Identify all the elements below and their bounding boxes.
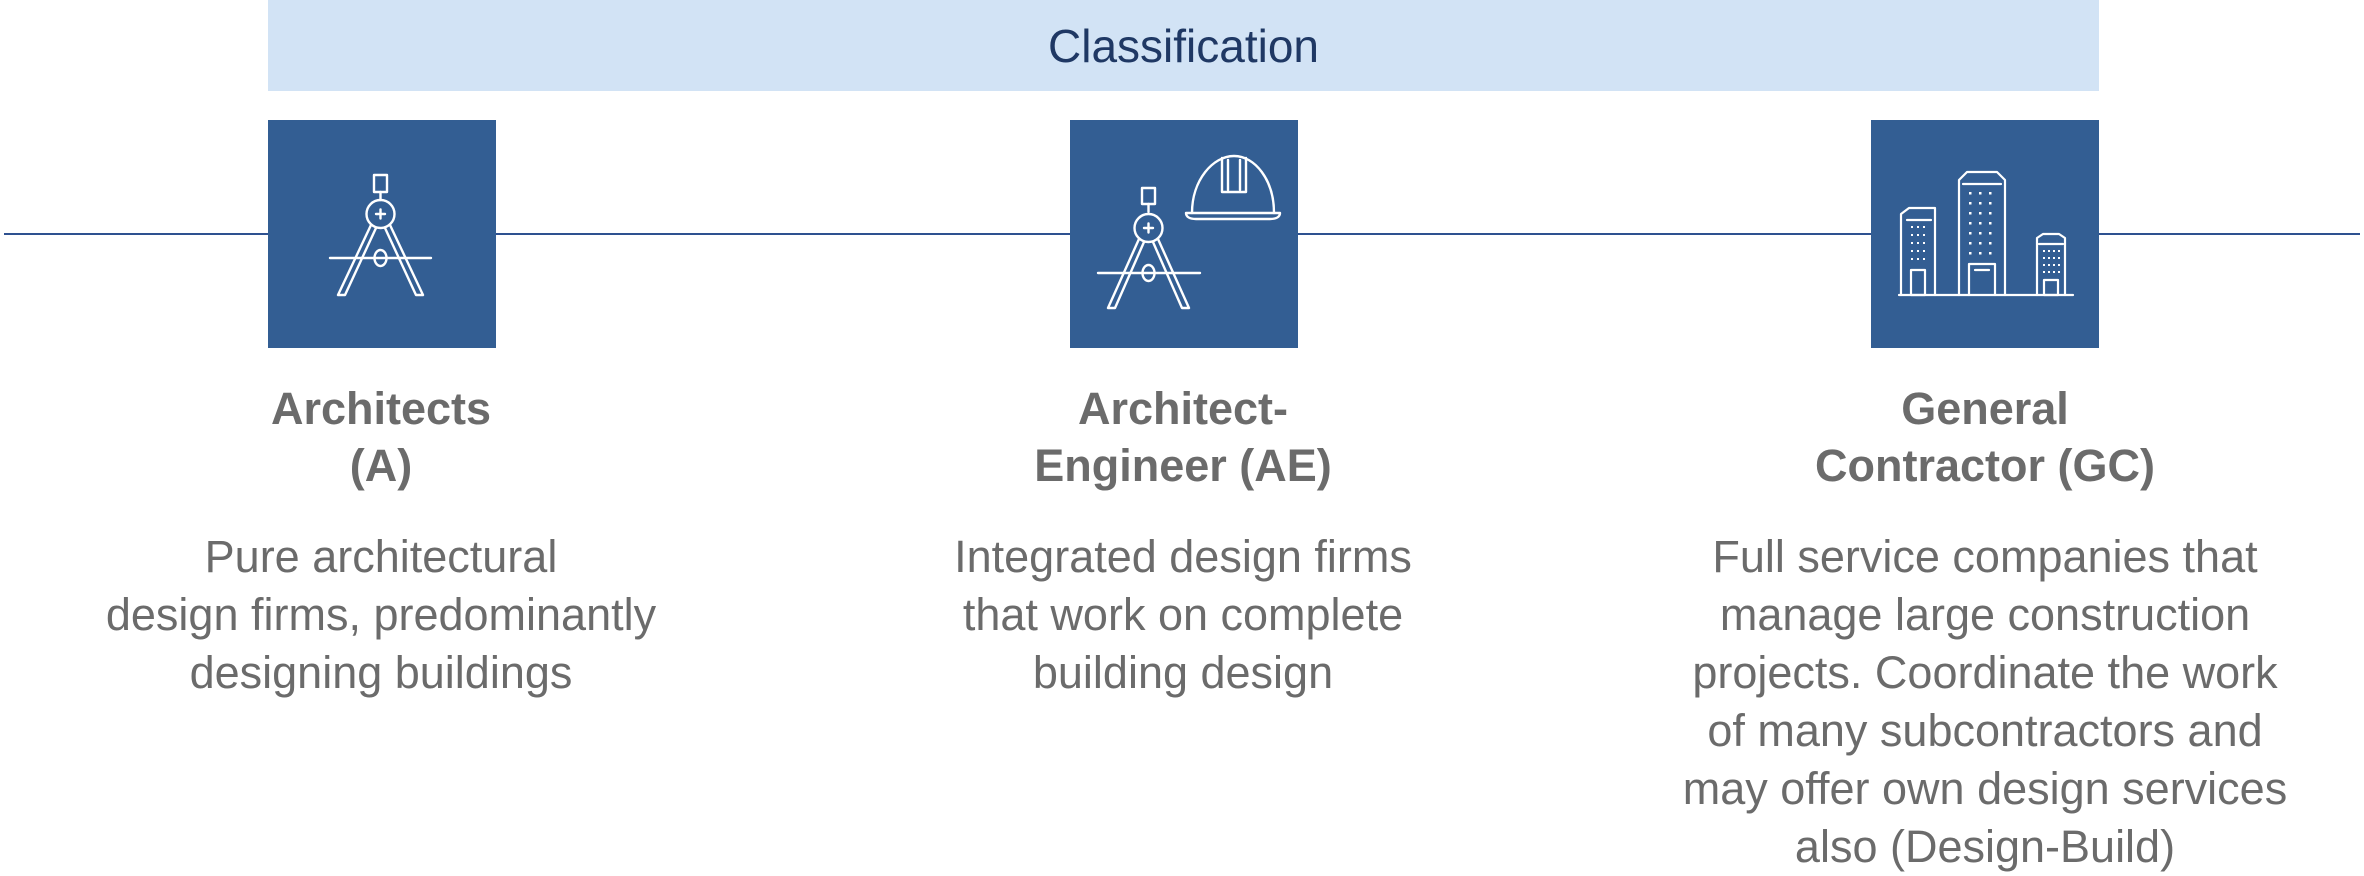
architects-icon-box — [268, 120, 496, 348]
office-buildings-icon — [1897, 170, 2075, 297]
architects-description: Pure architectural design firms, predomi… — [21, 528, 741, 702]
general-contractor-title-line1: General — [1901, 383, 2069, 434]
architect-engineer-desc-line: that work on complete — [962, 589, 1404, 640]
general-contractor-desc-line: Full service companies that — [1712, 531, 2258, 582]
general-contractor-desc-line: also (Design-Build) — [1794, 821, 2176, 872]
general-contractor-desc-line: manage large construction — [1719, 589, 2251, 640]
general-contractor-title-line2: Contractor (GC) — [1815, 440, 2155, 491]
general-contractor-desc-line: of many subcontractors and — [1707, 705, 2263, 756]
architects-title: Architects (A) — [21, 380, 741, 494]
general-contractor-desc-line: projects. Coordinate the work — [1692, 647, 2278, 698]
drafting-compass-icon — [328, 173, 433, 297]
banner-label: Classification — [1048, 19, 1319, 72]
architect-engineer-desc-line: Integrated design firms — [954, 531, 1412, 582]
architects-title-line2: (A) — [349, 440, 413, 491]
architects-desc-line: Pure architectural — [204, 531, 558, 582]
classification-banner: Classification — [268, 0, 2099, 91]
general-contractor-desc-line: may offer own design services — [1682, 763, 2288, 814]
architect-engineer-title-line1: Architect- — [1077, 383, 1289, 434]
general-contractor-title: General Contractor (GC) — [1625, 380, 2345, 494]
general-contractor-icon-box — [1871, 120, 2099, 348]
compass-and-hardhat-icon — [1096, 154, 1282, 310]
architect-engineer-title: Architect- Engineer (AE) — [823, 380, 1543, 494]
architect-engineer-desc-line: building design — [1032, 647, 1334, 698]
architects-desc-line: design firms, predominantly — [105, 589, 657, 640]
architects-title-line1: Architects — [270, 383, 492, 434]
general-contractor-description: Full service companies that manage large… — [1625, 528, 2345, 876]
architect-engineer-description: Integrated design firms that work on com… — [823, 528, 1543, 702]
architect-engineer-icon-box — [1070, 120, 1298, 348]
architect-engineer-title-line2: Engineer (AE) — [1034, 440, 1332, 491]
architects-desc-line: designing buildings — [189, 647, 573, 698]
